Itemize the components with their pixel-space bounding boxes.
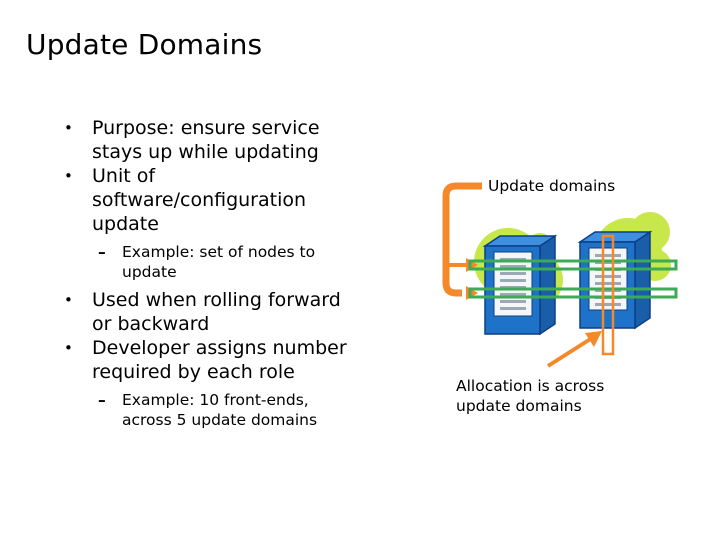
- page-title: Update Domains: [26, 28, 263, 61]
- bullet-developer: • Developer assigns number required by e…: [64, 337, 347, 383]
- update-domain-bracket-icon: [442, 182, 482, 297]
- bullet-glyph: •: [64, 167, 73, 185]
- sub-bullet-example-nodes: – Example: set of nodes to update: [98, 243, 316, 281]
- server-rack-icon: [577, 230, 653, 330]
- fault-domain-column: [601, 234, 615, 356]
- bullet-glyph: •: [64, 339, 73, 357]
- sub-bullet-glyph: –: [98, 391, 106, 409]
- arrow-icon: [585, 331, 602, 347]
- arrow-icon: [546, 336, 594, 368]
- bullet-glyph: •: [64, 291, 73, 309]
- bullet-glyph: •: [64, 119, 73, 137]
- bullet-list: • Purpose: ensure service stays up while…: [62, 116, 372, 436]
- bullet-rolling: • Used when rolling forward or backward: [64, 289, 341, 335]
- bullet-unit: • Unit of software/configuration update: [64, 165, 307, 235]
- sub-bullet-glyph: –: [98, 243, 106, 261]
- bullet-purpose: • Purpose: ensure service stays up while…: [64, 117, 320, 163]
- update-domain-band: [468, 259, 678, 271]
- server-rack-icon: [482, 234, 558, 336]
- allocation-label: Allocation is across update domains: [456, 377, 605, 415]
- update-domain-band: [468, 287, 678, 299]
- sub-bullet-example-frontends: – Example: 10 front-ends, across 5 updat…: [98, 391, 318, 429]
- update-domains-label: Update domains: [488, 177, 616, 195]
